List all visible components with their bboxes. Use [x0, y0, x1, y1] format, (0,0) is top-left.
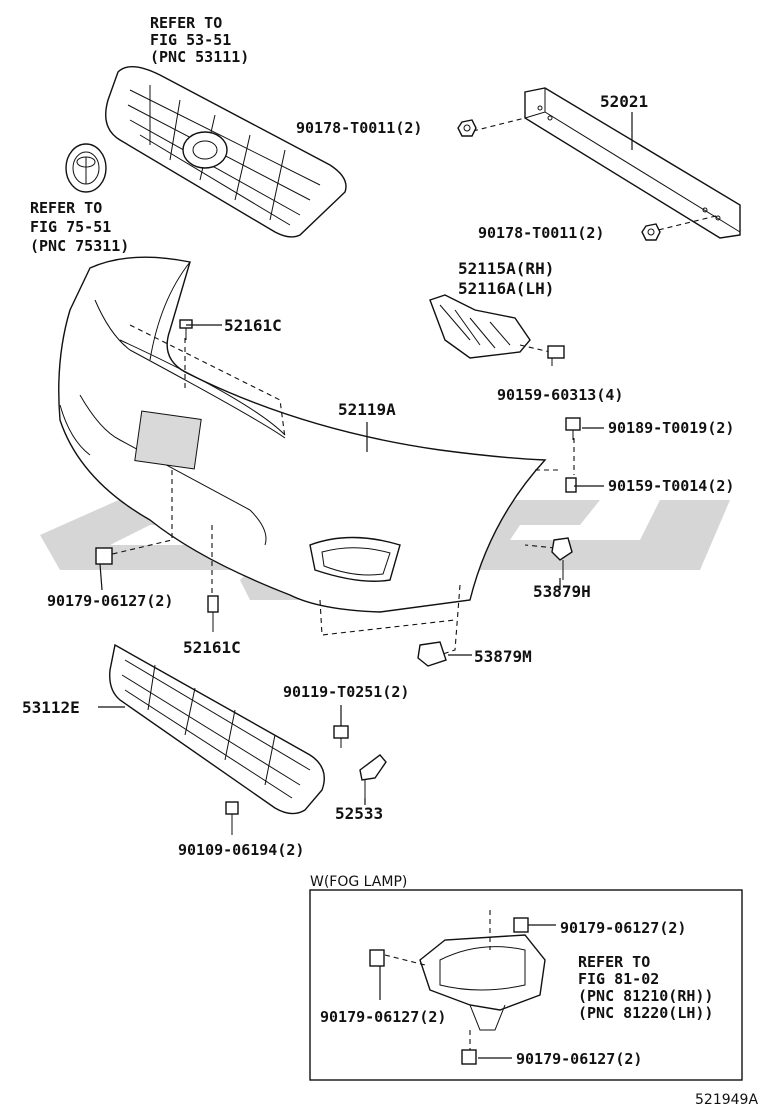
label-90179-left: 90179-06127(2): [47, 592, 173, 610]
label-52116A: 52116A(LH): [458, 279, 554, 298]
front-bumper-cover: [58, 256, 547, 613]
clip-90179-left: [95, 547, 113, 565]
emblem-reference: REFER TO FIG 75-51 (PNC 75311): [30, 199, 129, 255]
label-90159-60313: 90159-60313(4): [497, 386, 623, 404]
dashed-leaders: [107, 117, 721, 656]
emblem-ref-line3: (PNC 75311): [30, 237, 129, 255]
toyota-emblem-icon: [65, 143, 107, 193]
grille-reference: REFER TO FIG 53-51 (PNC 53111): [150, 14, 249, 66]
label-90109: 90109-06194(2): [178, 841, 304, 859]
radiator-grille: [105, 66, 347, 238]
clip-52161C-bottom: [207, 595, 219, 632]
screw-90159-60313: [547, 345, 565, 366]
clip-53879H: [551, 537, 573, 580]
label-52115A: 52115A(RH): [458, 259, 554, 278]
lower-grille: [98, 643, 325, 815]
emblem-ref-line2: FIG 75-51: [30, 218, 111, 236]
fog-lamp-assembly: [369, 910, 546, 1065]
fog-ref-line3: (PNC 81210(RH)): [578, 987, 713, 1005]
nut-90178-top: [457, 119, 477, 137]
bumper-reinforcement: [524, 87, 741, 239]
clip-52161C-top: [179, 319, 193, 340]
label-90178-top: 90178-T0011(2): [296, 119, 422, 137]
bracket-52533: [359, 754, 387, 800]
label-90119: 90119-T0251(2): [283, 683, 409, 701]
emblem-ref-line1: REFER TO: [30, 199, 102, 217]
label-52021: 52021: [600, 92, 648, 111]
figure-number: 521949A: [695, 1092, 758, 1108]
label-fog-clip-left: 90179-06127(2): [320, 1008, 446, 1026]
screw-90159-T0014: [565, 477, 577, 493]
label-fog-clip-bottom: 90179-06127(2): [516, 1050, 642, 1068]
grille-ref-line3: (PNC 53111): [150, 48, 249, 66]
screw-90189: [565, 417, 581, 440]
bumper-retainer: [429, 294, 531, 359]
label-53879H: 53879H: [533, 582, 591, 601]
fog-ref-line4: (PNC 81220(LH)): [578, 1004, 713, 1022]
grille-ref-line2: FIG 53-51: [150, 31, 231, 49]
solid-leaders: [99, 112, 633, 1059]
fog-ref-line1: REFER TO: [578, 953, 650, 971]
label-90189: 90189-T0019(2): [608, 419, 734, 437]
label-52533: 52533: [335, 804, 383, 823]
nut-90178-bottom: [641, 223, 661, 241]
label-52161C-top: 52161C: [224, 316, 282, 335]
label-90178-bottom: 90178-T0011(2): [478, 224, 604, 242]
screw-90109: [225, 801, 239, 835]
fog-lamp-reference: REFER TO FIG 81-02 (PNC 81210(RH)) (PNC …: [578, 953, 713, 1022]
label-53879M: 53879M: [474, 647, 532, 666]
label-53112E: 53112E: [22, 698, 80, 717]
label-fog-clip-top: 90179-06127(2): [560, 919, 686, 937]
grille-ref-line1: REFER TO: [150, 14, 222, 32]
label-52161C-bottom: 52161C: [183, 638, 241, 657]
bolt-90119: [333, 725, 349, 748]
clip-53879M: [417, 641, 447, 667]
label-52119A: 52119A: [338, 400, 396, 419]
fog-lamp-title: W(FOG LAMP): [310, 874, 407, 890]
label-90159-T0014: 90159-T0014(2): [608, 477, 734, 495]
fog-ref-line2: FIG 81-02: [578, 970, 659, 988]
